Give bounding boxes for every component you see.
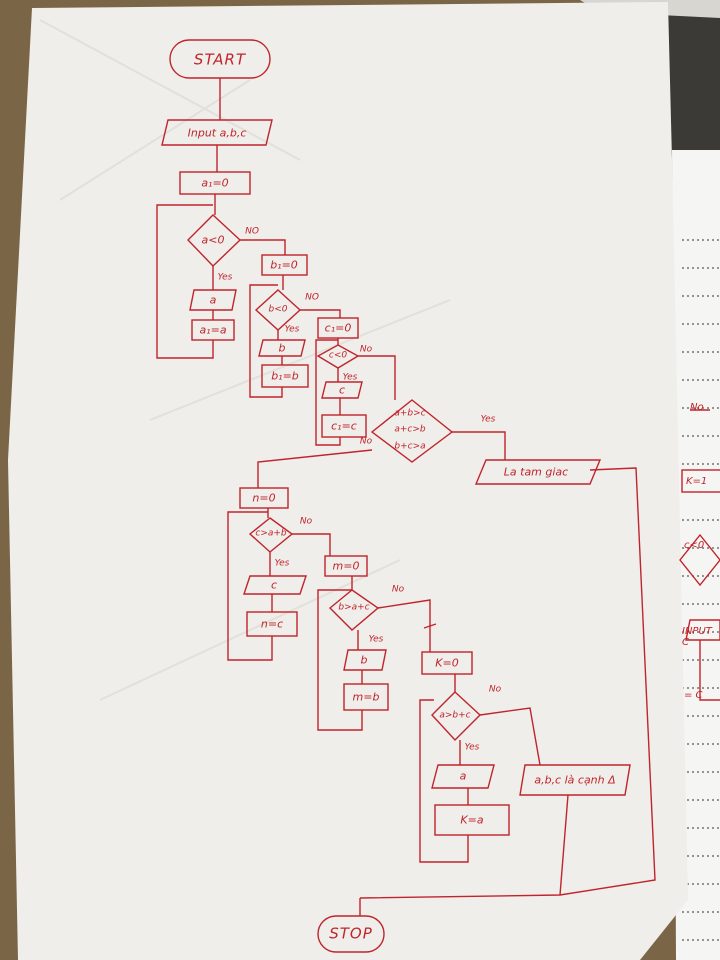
no-c-label: No <box>359 344 373 355</box>
tri-cond-2-label: a+c>b <box>394 424 426 435</box>
assign-m-label: m=b <box>352 690 380 704</box>
k-init-shape <box>421 651 473 675</box>
no-m-label: No <box>391 584 405 595</box>
paper-sheet <box>8 2 688 960</box>
paper-creases <box>39 19 451 701</box>
yes-k-label: Yes <box>464 742 480 753</box>
out-b2-shape <box>343 649 387 671</box>
assign-k-label: K=a <box>460 813 484 827</box>
assign-n-label: n=c <box>260 617 284 631</box>
flowchart-lines <box>156 39 720 953</box>
out-c2-label: c <box>270 578 278 592</box>
assign-b1-shape <box>261 364 309 388</box>
la-canh-shape <box>519 764 631 796</box>
side-text-2: c<0 <box>684 540 705 551</box>
stop-label: STOP <box>329 924 373 943</box>
assign-a1-label: a₁=a <box>199 323 227 337</box>
stop-terminal-shape <box>317 915 385 953</box>
assign-c1-label: c₁=c <box>331 419 357 433</box>
n-init-shape <box>239 487 289 509</box>
out-c-label: c <box>338 383 346 397</box>
out-b2-label: b <box>360 653 368 667</box>
cond-a-label: a<0 <box>201 233 225 247</box>
yes-b-label: Yes <box>284 324 300 335</box>
assign-b1-label: b₁=b <box>271 369 299 383</box>
c1-init-label: c₁=0 <box>324 321 352 335</box>
yes-n-label: Yes <box>274 558 290 569</box>
cond-m-label: b>a+c <box>338 602 370 613</box>
out-a-shape <box>189 289 237 311</box>
no-b-label: NO <box>305 292 319 303</box>
out-a2-label: a <box>459 769 467 783</box>
m-init-shape <box>324 555 368 577</box>
assign-m-shape <box>343 683 389 711</box>
cond-b-label: b<0 <box>268 304 288 315</box>
assign-c1-shape <box>321 414 367 438</box>
tri-cond-3-label: b+c>a <box>394 441 426 452</box>
side-text-1: K=1 <box>686 476 708 487</box>
yes-a-label: Yes <box>217 272 233 283</box>
out-b-label: b <box>278 341 286 355</box>
cond-c-label: c<0 <box>328 350 348 361</box>
yes-tri-label: Yes <box>480 414 496 425</box>
b1-init-shape <box>261 254 308 276</box>
cond-n-label: c>a+b <box>255 528 287 539</box>
out-a-label: a <box>209 293 217 307</box>
no-k-label: No <box>488 684 502 695</box>
yes-c-label: Yes <box>342 372 358 383</box>
yes-m-label: Yes <box>368 634 384 645</box>
la-tam-giac-shape <box>474 459 602 485</box>
notebook-dotted-lines <box>682 239 720 941</box>
tri-cond-shape <box>370 399 454 463</box>
cond-k-shape <box>431 691 482 742</box>
side-no-label: No <box>690 402 704 413</box>
input-abc-label: Input a,b,c <box>187 126 247 140</box>
n-init-label: n=0 <box>252 491 276 505</box>
start-label: START <box>193 50 247 69</box>
side-text-3: INPUT C <box>682 626 712 648</box>
cond-m-shape <box>328 589 380 631</box>
k-init-label: K=0 <box>435 656 459 670</box>
out-a2-shape <box>431 764 495 789</box>
m-init-label: m=0 <box>332 559 360 573</box>
side-text-4: = C <box>684 690 703 701</box>
la-tam-giac-label: La tam giac <box>503 465 569 479</box>
assign-k-shape <box>434 804 510 836</box>
out-c2-shape <box>243 575 307 595</box>
la-canh-label: a,b,c là cạnh Δ <box>534 773 616 787</box>
cond-k-label: a>b+c <box>439 710 471 721</box>
no-n-label: No <box>299 516 313 527</box>
a1-init-label: a₁=0 <box>201 176 229 190</box>
out-c-shape <box>321 381 363 399</box>
b1-init-label: b₁=0 <box>270 258 298 272</box>
no-a-label: NO <box>245 226 259 237</box>
tri-cond-1-label: a+b>c <box>394 408 426 419</box>
no-tri-label: No <box>359 436 373 447</box>
out-b-shape <box>258 339 306 357</box>
input-abc-shape <box>161 119 273 146</box>
